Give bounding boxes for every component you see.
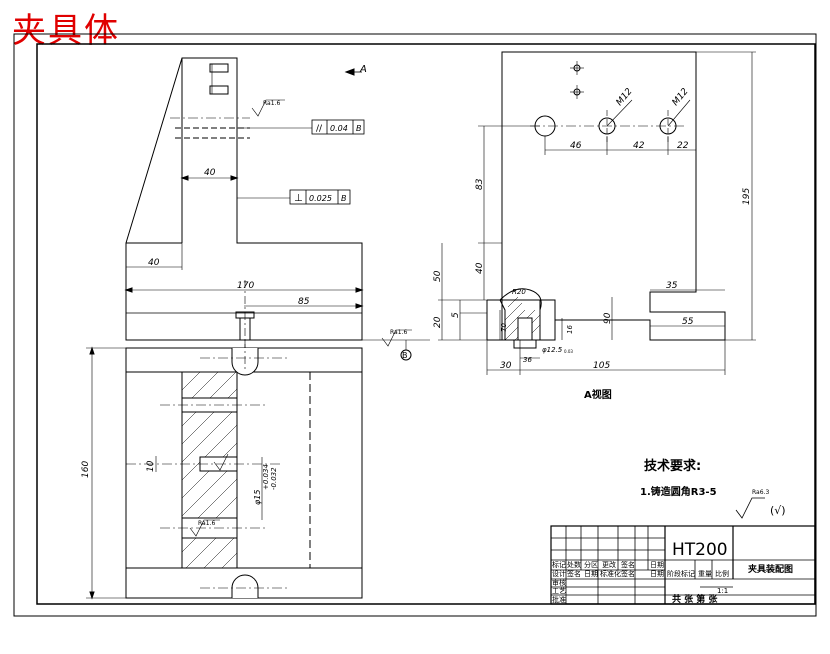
tb-row3: 审核 (552, 578, 566, 587)
tb-row1-2: 分区 (584, 560, 598, 569)
parallel-value: 0.04 (330, 124, 348, 133)
roughness-1: Ra1.6 (263, 100, 280, 107)
tb-scale-value: 1:1 (717, 587, 728, 595)
dim-90: 90 (603, 312, 613, 324)
perp-value: 0.025 (309, 194, 332, 203)
tb-weight-label: 重量 (698, 570, 712, 578)
dim-55: 55 (682, 317, 694, 327)
dim-70: 70 (500, 323, 508, 332)
dim-10: 10 (146, 460, 156, 472)
tb-row1-0: 标记 (552, 560, 566, 569)
outer-border (13, 33, 817, 617)
dim-phi12: φ12.5 (542, 346, 563, 354)
view-arrow-label: A (359, 64, 367, 75)
dim-phi-tol: φ15 (253, 490, 262, 505)
dim-40-lower: 40 (148, 258, 160, 268)
top-view (86, 340, 363, 600)
side-view (438, 51, 756, 375)
drawing-name: 夹具装配图 (748, 563, 793, 575)
tech-requirement-item: 1.铸造圆角R3-5 (640, 485, 717, 498)
dim-170: 170 (237, 281, 254, 291)
roughness-symbol (735, 497, 765, 519)
drawing-frame (36, 43, 816, 605)
tb-row2-4: 签名 (621, 569, 635, 578)
dim-35: 35 (666, 281, 678, 291)
tb-row2-5: 日期 (650, 570, 664, 578)
tb-row4: 工艺 (552, 587, 566, 595)
dim-16: 16 (566, 325, 574, 334)
parallel-symbol: // (316, 124, 323, 134)
dim-20: 20 (433, 316, 443, 328)
dim-22: 22 (677, 141, 689, 151)
dim-40-upper: 40 (204, 168, 216, 178)
material: HT200 (672, 540, 728, 560)
dim-50: 50 (433, 270, 443, 282)
dim-30: 30 (500, 361, 512, 371)
tb-scale-label: 比例 (715, 569, 729, 578)
tb-row1-5: 日期 (650, 561, 664, 569)
perp-datum: B (341, 194, 347, 203)
dim-42: 42 (633, 141, 645, 151)
tb-row2-3: 标准化 (600, 569, 621, 578)
dim-m12-b: M12 (671, 87, 691, 108)
side-view-outline (501, 51, 726, 341)
dim-36: 36 (523, 356, 532, 364)
dim-46: 46 (570, 141, 582, 151)
tb-row2-0: 设计 (552, 569, 566, 578)
top-view-outline (125, 347, 363, 599)
dim-85: 85 (298, 297, 310, 307)
tb-row1-1: 处数 (567, 560, 581, 569)
dim-160: 160 (81, 461, 91, 478)
dim-40-side: 40 (475, 262, 485, 274)
datum-label: B (402, 351, 408, 360)
roughness-3: Ra1.6 (198, 520, 215, 527)
dim-5: 5 (451, 312, 461, 318)
perp-symbol: ⊥ (294, 193, 303, 204)
view-caption: A视图 (584, 388, 612, 401)
dim-195: 195 (742, 188, 752, 205)
dim-105: 105 (593, 361, 610, 371)
tolerance-frame-parallel (311, 119, 365, 135)
tb-stage-label: 阶段标记 (667, 569, 695, 578)
title-block (550, 525, 816, 605)
tb-row5: 批准 (552, 595, 566, 604)
dim-83: 83 (475, 178, 485, 190)
general-roughness-check: (√) (770, 504, 786, 517)
dim-phi12-sub: 0.03 (564, 349, 573, 354)
tb-row2-2: 日期 (584, 570, 598, 578)
tb-sheets: 共 张 第 张 (672, 593, 718, 605)
tb-row1-4: 签名 (621, 560, 635, 569)
tech-requirements-heading: 技术要求: (644, 458, 701, 474)
dim-tol-minus: -0.032 (270, 467, 278, 490)
tb-row2-1: 签名 (567, 569, 581, 578)
roughness-2: Ra1.6 (390, 329, 407, 336)
tolerance-frame-perpendicular (289, 189, 351, 205)
parallel-datum: B (356, 124, 362, 133)
front-view (124, 57, 430, 361)
general-roughness: Ra6.3 (752, 489, 769, 496)
document-title: 夹具体 (12, 11, 120, 51)
dim-m12-a: M12 (615, 87, 635, 108)
front-view-outline (125, 57, 363, 341)
dim-tol-plus: +0.034 (262, 464, 270, 490)
dim-r20: R20 (512, 288, 526, 296)
tb-row1-3: 更改 (602, 560, 616, 569)
